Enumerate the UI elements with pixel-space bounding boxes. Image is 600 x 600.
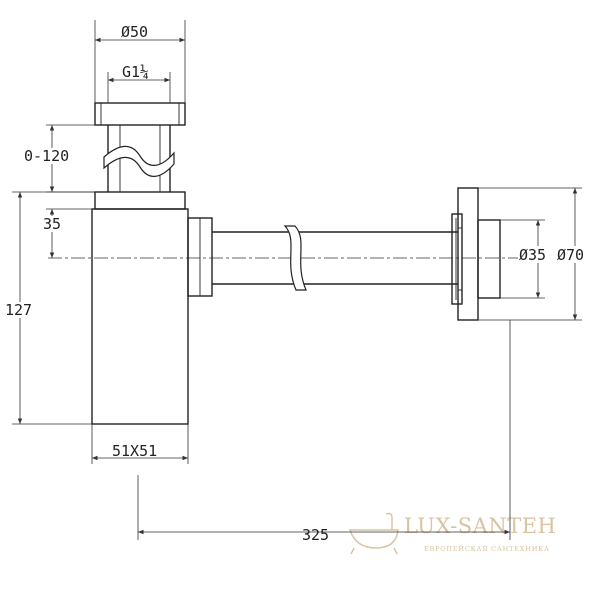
dim-offset: 35 [40, 208, 92, 258]
watermark-tagline: ЕВРОПЕЙСКАЯ САНТЕХНИКА [424, 544, 550, 553]
pipe-break-line [283, 225, 307, 291]
label-wall-flange: Ø70 [557, 246, 584, 264]
label-overall-height: 127 [5, 301, 32, 319]
watermark-brand: LUX-SANTEH [404, 514, 556, 538]
watermark-logo: LUX-SANTEH ЕВРОПЕЙСКАЯ САНТЕХНИКА [349, 512, 556, 555]
outlet-nut [187, 217, 213, 297]
label-thread: G1¼ [122, 63, 149, 81]
inlet-stem [103, 125, 175, 192]
label-wall-tube: Ø35 [519, 246, 546, 264]
body-collar [94, 191, 186, 210]
dim-inlet-diameter: Ø50 [94, 20, 186, 103]
label-body-section: 51X51 [112, 442, 157, 460]
siphon-body [91, 208, 189, 425]
dim-thread: G1¼ [107, 63, 171, 103]
stem-break-line [103, 145, 175, 177]
outlet-pipe [212, 225, 458, 291]
label-inlet-diameter: Ø50 [121, 23, 148, 41]
label-offset: 35 [43, 215, 61, 233]
bathtub-icon [349, 512, 399, 555]
dim-depth: 325 [137, 320, 511, 544]
dim-overall-height: 127 [3, 191, 95, 425]
inlet-cap [94, 102, 186, 126]
label-height-range: 0-120 [24, 147, 69, 165]
label-depth: 325 [302, 526, 329, 544]
wall-flange [451, 187, 501, 321]
dim-body-section: 51X51 [91, 424, 189, 464]
dim-height-range: 0-120 [22, 124, 95, 193]
